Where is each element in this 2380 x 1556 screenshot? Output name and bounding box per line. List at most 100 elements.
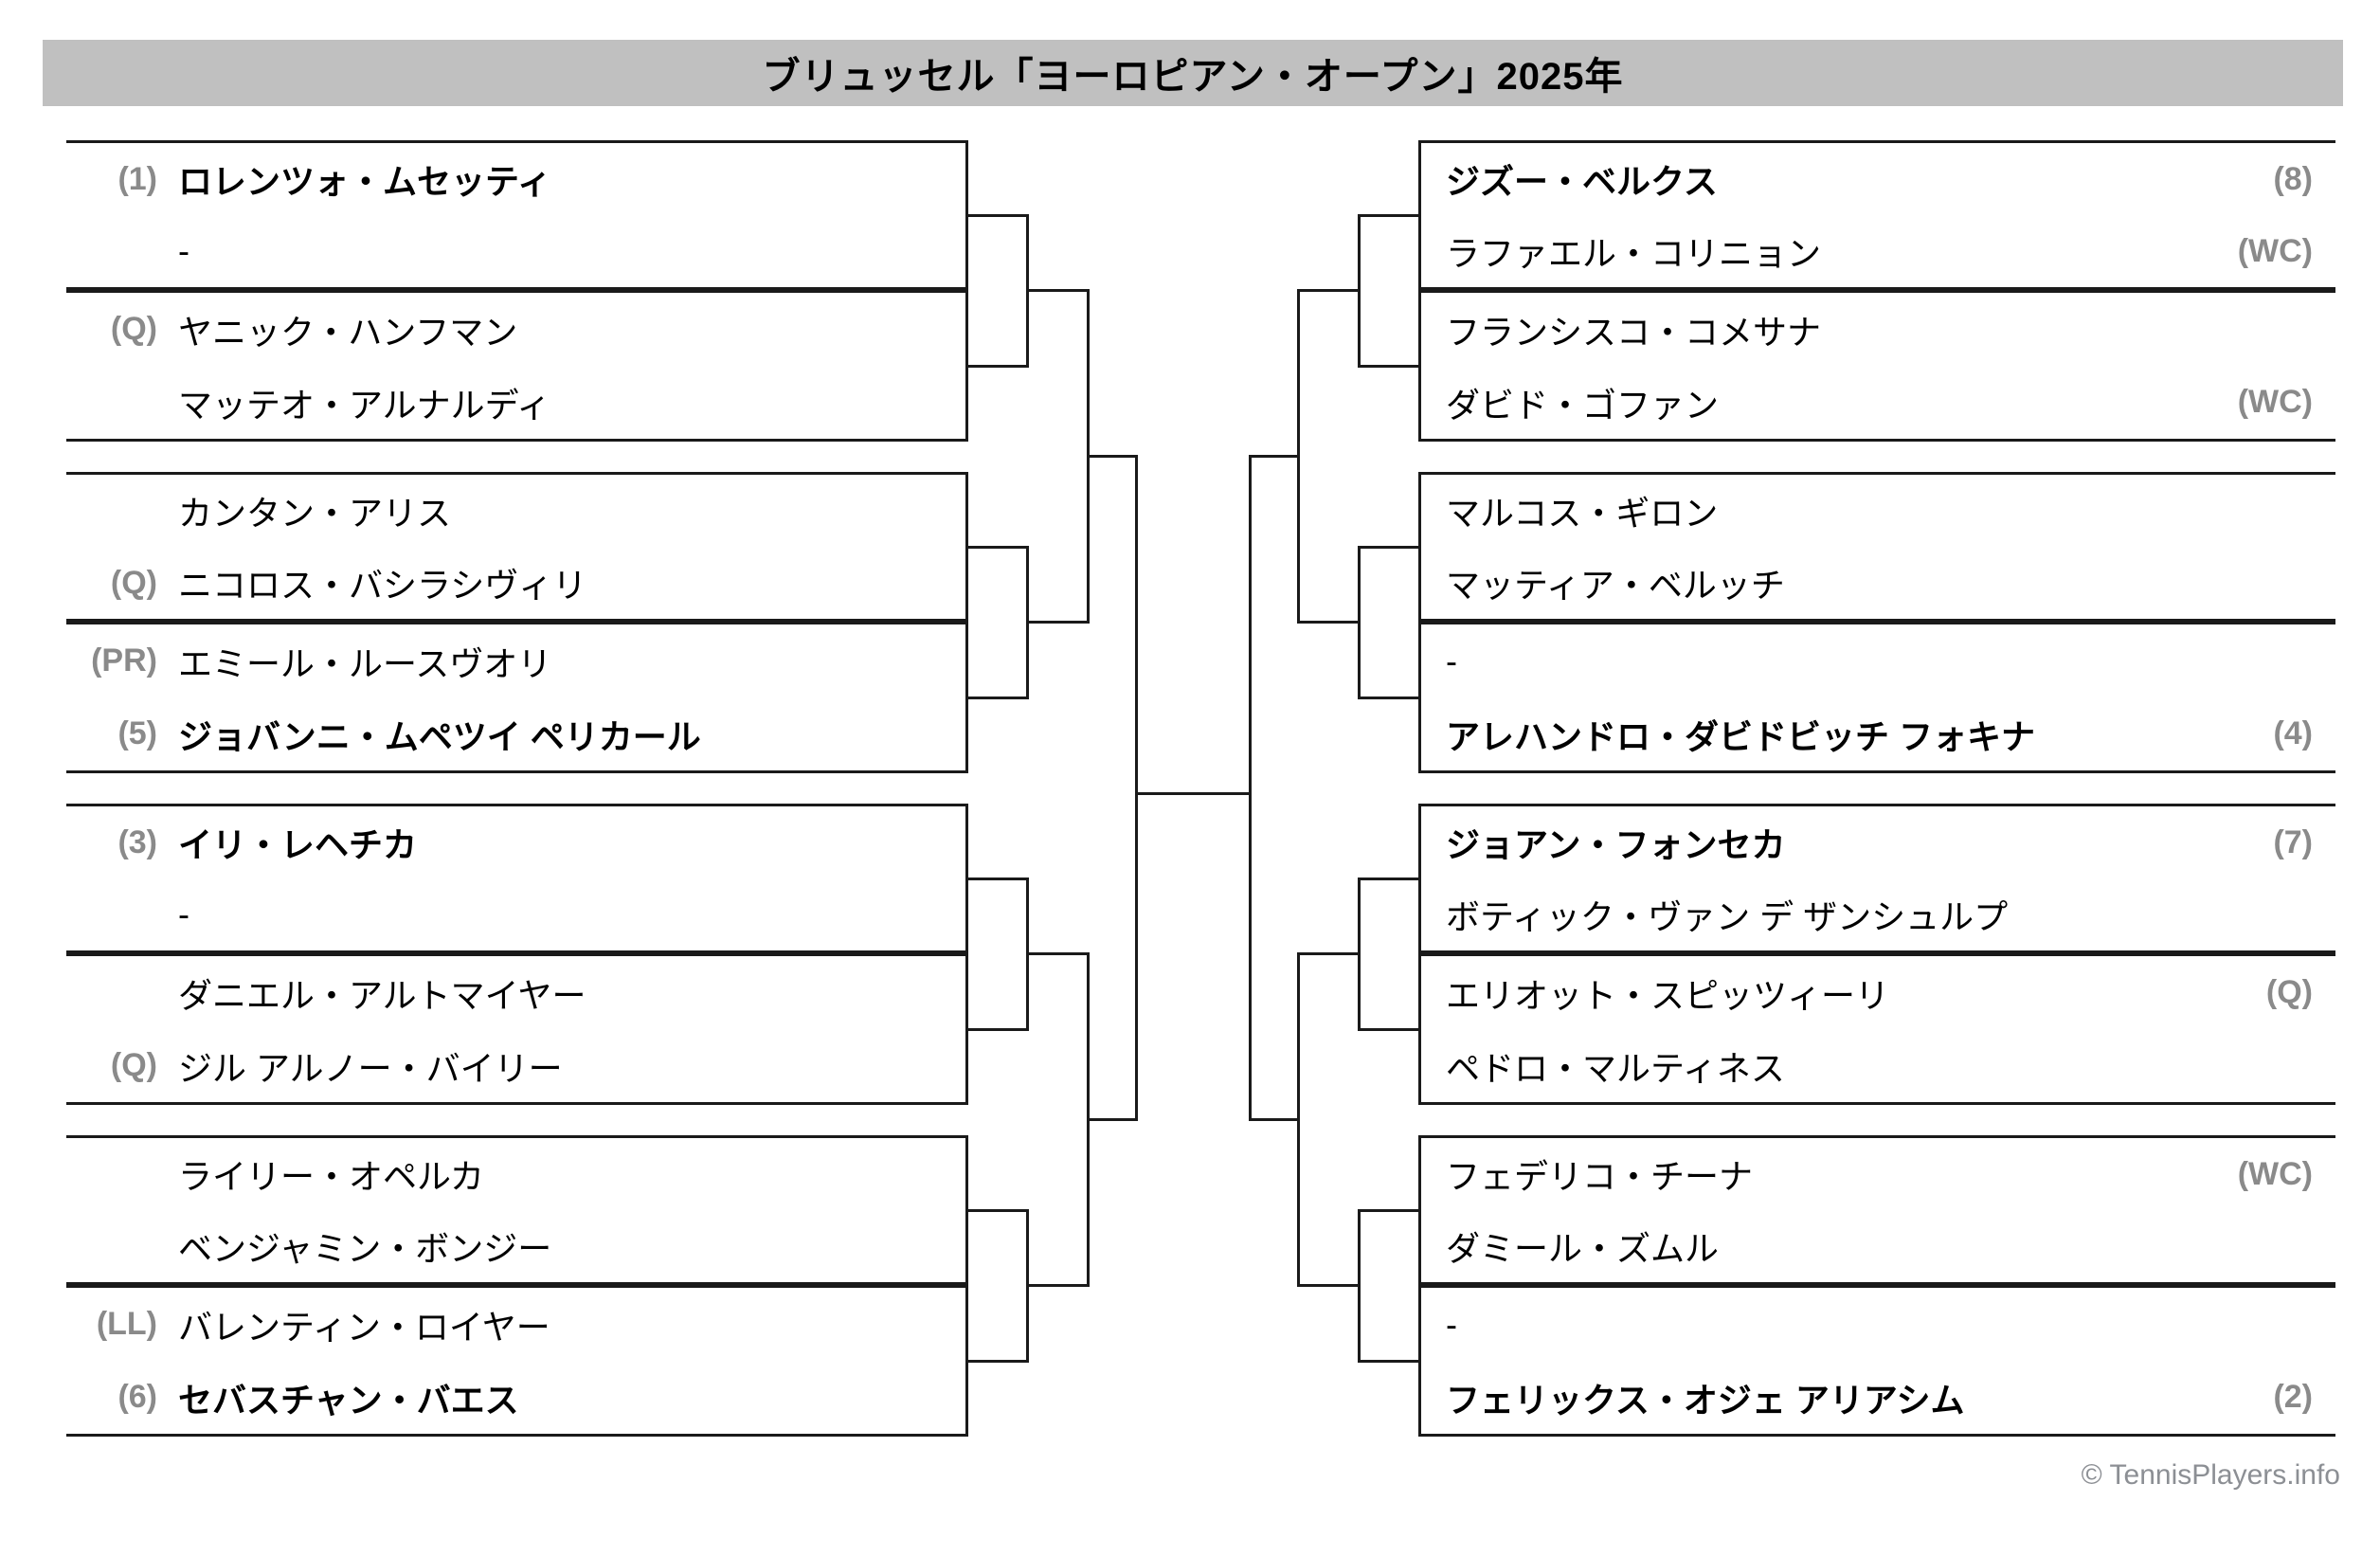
player-slot[interactable]: (6) セバスチャン・バエス: [66, 1361, 965, 1434]
connector-line: [1087, 1118, 1138, 1121]
player-slot[interactable]: (Q) ジル アルノー・バイリー: [66, 1029, 965, 1102]
seed-label: (5): [117, 715, 157, 751]
match-box-R1[interactable]: ジズー・ベルクス (8) ラファエル・コリニョン (WC): [1418, 140, 2335, 290]
player-slot[interactable]: フランシスコ・コメサナ: [1421, 293, 2335, 366]
player-name: ジョバンニ・ムペツイ ペリカール: [178, 716, 701, 756]
player-slot[interactable]: マッテオ・アルナルディ: [66, 366, 965, 439]
player-name: フェデリコ・チーナ: [1446, 1157, 1754, 1196]
player-name: セバスチャン・バエス: [178, 1380, 519, 1420]
connector-line: [1358, 546, 1418, 549]
match-box-L6[interactable]: ダニエル・アルトマイヤー (Q) ジル アルノー・バイリー: [66, 953, 968, 1105]
connector-line: [1249, 455, 1252, 1121]
connector-line: [1297, 1284, 1361, 1287]
tournament-title-bar: ブリュッセル「ヨーロピアン・オープン」2025年: [43, 40, 2343, 106]
player-slot[interactable]: (PR) エミール・ルースヴオリ: [66, 624, 965, 697]
player-name: ニコロス・バシラシヴィリ: [178, 566, 587, 605]
player-slot[interactable]: フェデリコ・チーナ (WC): [1421, 1138, 2335, 1210]
connector-line: [1297, 952, 1361, 955]
player-slot[interactable]: ダビド・ゴファン (WC): [1421, 366, 2335, 439]
player-slot[interactable]: カンタン・アリス: [66, 475, 965, 547]
seed-label: (7): [2273, 823, 2313, 860]
seed-label: (Q): [110, 1047, 157, 1083]
player-name: -: [1446, 1304, 1457, 1344]
player-slot[interactable]: ダニエル・アルトマイヤー: [66, 956, 965, 1029]
player-name: フランシスコ・コメサナ: [1446, 312, 1822, 352]
player-slot[interactable]: ペドロ・マルティネス: [1421, 1029, 2335, 1102]
player-name: マルコス・ギロン: [1446, 494, 1719, 533]
match-box-R8[interactable]: - フェリックス・オジェ アリアシム (2): [1418, 1285, 2335, 1437]
connector-line: [968, 365, 1029, 368]
connector-line: [1026, 952, 1090, 955]
player-slot[interactable]: マッティア・ベルッチ: [1421, 547, 2335, 619]
match-box-R7[interactable]: フェデリコ・チーナ (WC) ダミール・ズムル: [1418, 1135, 2335, 1285]
player-name: ベンジャミン・ボンジー: [178, 1229, 552, 1268]
player-slot[interactable]: ボティック・ヴァン デ ザンシュルプ: [1421, 878, 2335, 950]
match-box-R4[interactable]: - アレハンドロ・ダビドビッチ フォキナ (4): [1418, 622, 2335, 773]
player-name: ロレンツォ・ムセッティ: [178, 162, 551, 201]
match-box-L4[interactable]: (PR) エミール・ルースヴオリ (5) ジョバンニ・ムペツイ ペリカール: [66, 622, 968, 773]
player-slot[interactable]: -: [66, 215, 965, 287]
player-name: ボティック・ヴァン デ ザンシュルプ: [1446, 897, 2009, 936]
player-slot[interactable]: ジョアン・フォンセカ (7): [1421, 806, 2335, 878]
player-slot[interactable]: フェリックス・オジェ アリアシム (2): [1421, 1361, 2335, 1434]
match-box-R2[interactable]: フランシスコ・コメサナ ダビド・ゴファン (WC): [1418, 290, 2335, 442]
player-slot[interactable]: マルコス・ギロン: [1421, 475, 2335, 547]
connector-line: [1135, 455, 1138, 1121]
player-name: ヤニック・ハンフマン: [178, 312, 518, 352]
connector-line: [1297, 289, 1361, 292]
player-slot[interactable]: (Q) ニコロス・バシラシヴィリ: [66, 547, 965, 619]
player-name: ラファエル・コリニョン: [1446, 234, 1822, 273]
match-box-R6[interactable]: エリオット・スピッツィーリ (Q) ペドロ・マルティネス: [1418, 953, 2335, 1105]
player-name: ダニエル・アルトマイヤー: [178, 975, 586, 1015]
seed-label: (Q): [2265, 974, 2313, 1010]
seed-label: (Q): [110, 564, 157, 601]
player-slot[interactable]: ベンジャミン・ボンジー: [66, 1210, 965, 1282]
match-box-R5[interactable]: ジョアン・フォンセカ (7) ボティック・ヴァン デ ザンシュルプ: [1418, 804, 2335, 953]
player-slot[interactable]: ダミール・ズムル: [1421, 1210, 2335, 1282]
match-box-L3[interactable]: カンタン・アリス (Q) ニコロス・バシラシヴィリ: [66, 472, 968, 622]
match-box-R3[interactable]: マルコス・ギロン マッティア・ベルッチ: [1418, 472, 2335, 622]
player-slot[interactable]: (Q) ヤニック・ハンフマン: [66, 293, 965, 366]
player-slot[interactable]: エリオット・スピッツィーリ (Q): [1421, 956, 2335, 1029]
player-name: ダミール・ズムル: [1446, 1229, 1720, 1268]
player-slot[interactable]: (3) イリ・レヘチカ: [66, 806, 965, 878]
player-name: -: [1446, 641, 1457, 680]
player-name: ジズー・ベルクス: [1446, 162, 1718, 201]
player-name: ペドロ・マルティネス: [1446, 1048, 1785, 1088]
match-box-L1[interactable]: (1) ロレンツォ・ムセッティ -: [66, 140, 968, 290]
copyright-label: © TennisPlayers.info: [2081, 1459, 2340, 1491]
player-slot[interactable]: (LL) バレンティン・ロイヤー: [66, 1288, 965, 1361]
player-slot[interactable]: -: [1421, 1288, 2335, 1361]
seed-label: (WC): [2237, 384, 2313, 420]
connector-line: [1358, 1028, 1418, 1031]
player-name: -: [178, 231, 189, 270]
connector-line: [1249, 1118, 1300, 1121]
player-name: マッテオ・アルナルディ: [178, 385, 551, 425]
player-slot[interactable]: ジズー・ベルクス (8): [1421, 143, 2335, 215]
player-name: ダビド・ゴファン: [1446, 385, 1720, 425]
connector-line: [1026, 289, 1090, 292]
connector-line: [1297, 621, 1361, 624]
match-box-L5[interactable]: (3) イリ・レヘチカ -: [66, 804, 968, 953]
connector-line: [1087, 455, 1138, 458]
match-box-L8[interactable]: (LL) バレンティン・ロイヤー (6) セバスチャン・バエス: [66, 1285, 968, 1437]
connector-line: [968, 1209, 1029, 1212]
connector-line: [968, 878, 1029, 880]
player-slot[interactable]: ラファエル・コリニョン (WC): [1421, 215, 2335, 287]
player-name: ライリー・オペルカ: [178, 1157, 484, 1196]
player-slot[interactable]: アレハンドロ・ダビドビッチ フォキナ (4): [1421, 697, 2335, 770]
final-connector-line: [1135, 792, 1252, 795]
player-slot[interactable]: -: [1421, 624, 2335, 697]
player-slot[interactable]: (5) ジョバンニ・ムペツイ ペリカール: [66, 697, 965, 770]
seed-label: (1): [117, 160, 157, 197]
player-slot[interactable]: ライリー・オペルカ: [66, 1138, 965, 1210]
connector-line: [968, 546, 1029, 549]
match-box-L7[interactable]: ライリー・オペルカ ベンジャミン・ボンジー: [66, 1135, 968, 1285]
player-name: ジル アルノー・バイリー: [178, 1048, 563, 1088]
match-box-L2[interactable]: (Q) ヤニック・ハンフマン マッテオ・アルナルディ: [66, 290, 968, 442]
player-slot[interactable]: -: [66, 878, 965, 950]
player-slot[interactable]: (1) ロレンツォ・ムセッティ: [66, 143, 965, 215]
page-title: ブリュッセル「ヨーロピアン・オープン」2025年: [762, 56, 1624, 98]
connector-line: [1249, 455, 1300, 458]
seed-label: (3): [117, 823, 157, 860]
